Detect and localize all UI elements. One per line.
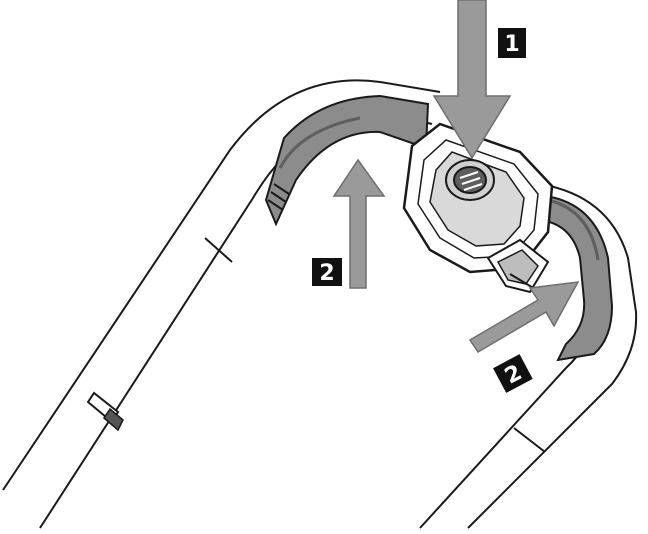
step-badge-2-left: 2 xyxy=(312,258,342,286)
step-label-2-left: 2 xyxy=(319,261,334,286)
right-handle-grip xyxy=(538,194,614,362)
left-handle-tube xyxy=(2,79,441,529)
step-label-1: 1 xyxy=(504,32,519,57)
release-button xyxy=(445,159,495,201)
arrow-press-down xyxy=(432,0,512,160)
step-badge-1: 1 xyxy=(498,28,526,58)
arrow-push-right xyxy=(468,281,580,354)
arrow-push-up-left xyxy=(332,158,386,289)
tube-clamp-ring xyxy=(86,391,124,432)
step-badge-2-right: 2 xyxy=(493,354,533,393)
